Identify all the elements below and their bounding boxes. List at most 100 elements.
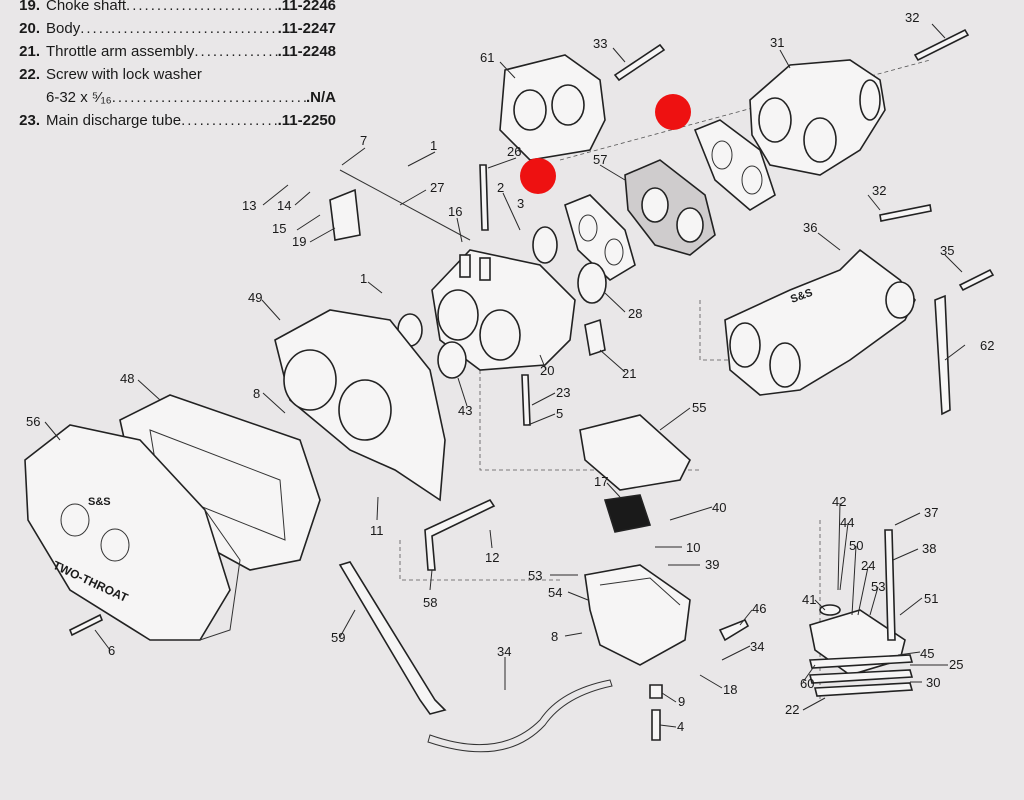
callout-label: 1	[430, 138, 437, 153]
part-code: .11-2247	[277, 20, 336, 37]
callout-label: 34	[750, 639, 764, 654]
float-bowl-54	[584, 564, 691, 666]
callout-label: 45	[920, 646, 934, 661]
callout-label: 16	[448, 204, 462, 219]
callout-label: 61	[480, 50, 494, 65]
jet-9	[649, 684, 663, 699]
callout-labels: 32 33 61 31 7 1 26 57 13 14 27 15 19 2 3…	[26, 10, 994, 734]
throttle-arm-21	[584, 318, 606, 357]
callout-label: 30	[926, 675, 940, 690]
callout-label: 53	[871, 579, 885, 594]
callout-label: 36	[803, 220, 817, 235]
callout-label: 2	[497, 180, 504, 195]
callout-label: 12	[485, 550, 499, 565]
callout-label: 60	[800, 676, 814, 691]
lever-46	[718, 618, 750, 642]
callout-label: 54	[548, 585, 562, 600]
callout-label: 50	[849, 538, 863, 553]
manifold-31	[749, 59, 886, 176]
callout-label: 53	[528, 568, 542, 583]
callout-label: 19	[292, 234, 306, 249]
callout-label: 49	[248, 290, 262, 305]
callout-label: 42	[832, 494, 846, 509]
callout-label: 28	[628, 306, 642, 321]
callout-label: 39	[705, 557, 719, 572]
highlight-marker-upper-gasket	[655, 94, 691, 130]
plate-43a	[437, 341, 467, 379]
cover-brand-text: S&S	[88, 496, 111, 508]
parts-list-row: 23. Main discharge tube .11-2250	[6, 109, 336, 132]
gasket-middle	[564, 194, 636, 281]
parts-list: 19. Choke shaft .11-2246 20. Body .11-22…	[6, 0, 336, 132]
insulator-57	[624, 159, 716, 256]
callout-label: 41	[802, 592, 816, 607]
screw-35	[958, 268, 995, 292]
discharge-tube-23	[521, 374, 531, 426]
callout-label: 59	[331, 630, 345, 645]
callout-label: 7	[360, 133, 367, 148]
callout-label: 1	[360, 271, 367, 286]
callout-label: 25	[949, 657, 963, 672]
highlight-marker-middle-gasket	[520, 158, 556, 194]
callout-label: 3	[517, 196, 524, 211]
part-number: 19.	[19, 0, 40, 14]
parts-list-row: 22. Screw with lock washer	[6, 63, 336, 86]
part-number: 20.	[19, 20, 40, 37]
callout-label: 8	[551, 629, 558, 644]
part-code: .11-2246	[277, 0, 336, 14]
manifold-36	[724, 248, 916, 396]
backing-plate-49	[274, 309, 446, 502]
butterfly-28a	[577, 262, 607, 304]
callout-label: 40	[712, 500, 726, 515]
callout-label: 27	[430, 180, 444, 195]
part-number: 23.	[19, 112, 40, 129]
flange-61	[499, 54, 606, 161]
callout-label: 37	[924, 505, 938, 520]
callout-label: 56	[26, 414, 40, 429]
callout-label: 13	[242, 198, 256, 213]
bracket-62	[934, 294, 951, 416]
callout-label: 62	[980, 338, 994, 353]
stud-32	[879, 204, 932, 222]
part-number: 22.	[19, 66, 40, 83]
accelerator-pump-assembly	[808, 529, 914, 697]
air-cleaner-cover-56: S&S TWO-THROAT	[24, 424, 241, 641]
hose-34	[427, 679, 613, 753]
callout-label: 11	[370, 523, 384, 538]
part-name: Choke shaft	[46, 0, 127, 14]
callout-label: 44	[840, 515, 854, 530]
callout-label: 58	[423, 595, 437, 610]
part-code: .11-2250	[277, 112, 336, 129]
stud-32-top	[913, 28, 970, 62]
callout-label: 32	[905, 10, 919, 25]
choke-shaft-27	[339, 169, 471, 241]
callout-label: 20	[540, 363, 554, 378]
callout-label: 43	[458, 403, 472, 418]
callout-label: 34	[497, 644, 511, 659]
stud-33	[613, 43, 666, 82]
callout-label: 4	[677, 719, 684, 734]
callout-label: 18	[723, 682, 737, 697]
callout-label: 5	[556, 406, 563, 421]
callout-label: 35	[940, 243, 954, 258]
part-name: Throttle arm assembly	[46, 43, 195, 60]
callout-label: 17	[594, 474, 608, 489]
part-name: Body	[46, 20, 81, 37]
callout-label: 48	[120, 371, 134, 386]
parts-list-row: 19. Choke shaft .11-2246	[6, 0, 336, 17]
callout-label: 22	[785, 702, 799, 717]
bracket-58	[424, 498, 496, 571]
callout-label: 57	[593, 152, 607, 167]
carburetor-body-20	[431, 249, 576, 371]
callout-label: 55	[692, 400, 706, 415]
callout-label: 6	[108, 643, 115, 658]
callout-label: 14	[277, 198, 291, 213]
parts-list-row: 6-32 x ⁵⁄₁₆ .N/A	[6, 86, 336, 109]
part-name: Main discharge tube	[46, 112, 182, 129]
leader-lines	[44, 23, 966, 728]
callout-label: 8	[253, 386, 260, 401]
screw-6	[68, 613, 104, 637]
float-17	[603, 494, 652, 533]
part-code: .N/A	[306, 89, 336, 106]
